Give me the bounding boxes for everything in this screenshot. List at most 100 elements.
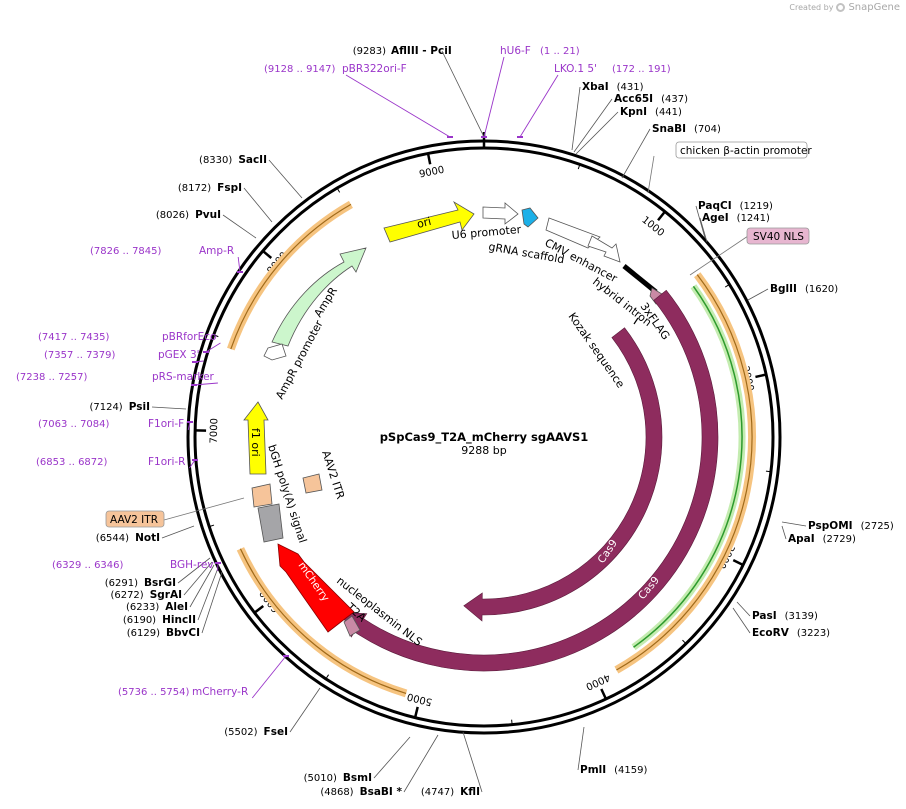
site-leader bbox=[732, 607, 751, 634]
site-leader bbox=[575, 111, 619, 155]
site-position: (3139) bbox=[785, 611, 818, 622]
chicken-promoter-box[interactable]: chicken β-actin promoter bbox=[647, 141, 812, 194]
feature-bands bbox=[227, 200, 756, 698]
minor-tick bbox=[682, 639, 687, 645]
ampr-arrow[interactable] bbox=[271, 247, 367, 347]
primer-site[interactable]: F1ori-F(7063 .. 7084) bbox=[38, 418, 193, 431]
tick-label: 9000 bbox=[418, 165, 445, 181]
site-name: KflI bbox=[460, 786, 480, 798]
primer-site[interactable]: F1ori-R(6853 .. 6872) bbox=[36, 456, 198, 469]
primer-site[interactable]: LKO.1 5'(172 .. 191) bbox=[517, 63, 671, 138]
site-position: (431) bbox=[617, 82, 644, 93]
primer-position: (7357 .. 7379) bbox=[44, 350, 116, 361]
restriction-site[interactable]: BsaBI *(4868) bbox=[320, 734, 439, 798]
site-name: EcoRV bbox=[752, 627, 790, 639]
restriction-site[interactable]: BsmI(5010) bbox=[304, 736, 411, 784]
site-name: BsaBI * bbox=[360, 786, 403, 798]
restriction-site[interactable]: SgrAI(6272) bbox=[110, 561, 213, 601]
site-name: PsiI bbox=[129, 401, 150, 413]
site-leader bbox=[403, 734, 439, 793]
tick-mark bbox=[755, 373, 767, 379]
restriction-site[interactable]: Acc65I(437) bbox=[573, 93, 688, 153]
grna-scaffold-arrow[interactable] bbox=[521, 207, 539, 228]
aav2-itr-inner-box[interactable] bbox=[251, 483, 273, 508]
site-position: (1219) bbox=[740, 201, 773, 212]
site-leader bbox=[573, 98, 613, 153]
aav2-itr-box[interactable]: AAV2 ITR bbox=[105, 497, 245, 528]
site-leader bbox=[189, 564, 215, 608]
restriction-site[interactable]: BsrGI(6291) bbox=[105, 557, 211, 589]
primer-name: pBRforEco bbox=[162, 331, 216, 343]
f1-ori-arrow[interactable] bbox=[243, 401, 269, 475]
restriction-site[interactable]: SnaBI(704) bbox=[621, 123, 721, 179]
primer-site[interactable]: pGEX 3'(7357 .. 7379) bbox=[44, 349, 204, 363]
site-leader bbox=[695, 205, 706, 239]
restriction-site[interactable]: FspI(8172) bbox=[178, 182, 273, 223]
sv40-nls-box[interactable]: SV40 NLS bbox=[689, 227, 810, 276]
restriction-site[interactable]: AflIII - PciI(9283) bbox=[353, 45, 485, 138]
site-position: (9283) bbox=[353, 46, 386, 57]
restriction-site[interactable]: PsiI(7124) bbox=[89, 401, 187, 413]
u6-promoter-arrow[interactable] bbox=[482, 202, 519, 225]
green-arrow-line bbox=[633, 285, 743, 648]
restriction-site[interactable]: PaqCI(1219) bbox=[695, 200, 773, 239]
primer-site[interactable]: pBR322ori-F(9128 .. 9147) bbox=[264, 63, 453, 138]
site-position: (3223) bbox=[797, 628, 830, 639]
primer-position: (7063 .. 7084) bbox=[38, 419, 110, 430]
primer-name: BGH-rev bbox=[170, 559, 214, 571]
restriction-site[interactable]: FseI(5502) bbox=[224, 687, 321, 738]
primer-position: (7826 .. 7845) bbox=[90, 246, 162, 257]
minor-tick bbox=[209, 524, 215, 528]
site-position: (437) bbox=[661, 94, 688, 105]
primer-site[interactable]: pRS-marker(7238 .. 7257) bbox=[16, 371, 218, 386]
primer-site[interactable]: mCherry-R(5736 .. 5754) bbox=[118, 655, 289, 699]
t2a-block[interactable] bbox=[343, 615, 361, 637]
primer-site[interactable]: BGH-rev (6329 .. 6346) bbox=[52, 559, 221, 572]
restriction-site[interactable]: PspOMI(2725) bbox=[781, 520, 894, 532]
restriction-site[interactable]: KpnI(441) bbox=[575, 106, 682, 155]
aav2-itr-small-box[interactable] bbox=[302, 473, 323, 494]
restriction-site[interactable]: AleI(6233) bbox=[126, 564, 215, 613]
cas9-inner-arrow[interactable] bbox=[463, 327, 663, 622]
primer-site[interactable]: hU6-F(1 .. 21) bbox=[481, 45, 580, 138]
site-position: (2725) bbox=[861, 521, 894, 532]
restriction-site[interactable]: NotI(6544) bbox=[96, 525, 195, 544]
restriction-site[interactable]: AgeI(1241) bbox=[699, 212, 770, 243]
site-position: (6544) bbox=[96, 533, 129, 544]
hybrid-intron-bar[interactable] bbox=[622, 264, 658, 294]
tick-label: 1000 bbox=[639, 215, 666, 240]
restriction-site[interactable]: BbvCI(6129) bbox=[127, 571, 223, 639]
minor-tick bbox=[336, 187, 341, 193]
primer-name: F1ori-R bbox=[148, 456, 185, 468]
chicken-promoter-arrow[interactable] bbox=[587, 235, 621, 263]
restriction-site[interactable]: PmlI(4159) bbox=[577, 726, 648, 776]
primer-leader bbox=[189, 459, 196, 469]
tick-mark bbox=[253, 605, 265, 614]
site-name: BsrGI bbox=[144, 577, 176, 589]
restriction-site[interactable]: XbaI(431) bbox=[571, 81, 644, 151]
restriction-site[interactable]: HincII(6190) bbox=[123, 567, 219, 626]
site-name: PasI bbox=[752, 610, 777, 622]
ori-arrow[interactable] bbox=[383, 200, 475, 243]
sv40-nls-label: SV40 NLS bbox=[753, 231, 804, 243]
site-position: (2729) bbox=[823, 534, 856, 545]
primer-position: (6329 .. 6346) bbox=[52, 560, 124, 571]
mcherry-arrow[interactable] bbox=[277, 543, 355, 633]
restriction-site[interactable]: KflI(4747) bbox=[421, 731, 483, 798]
restriction-site[interactable]: BglII(1620) bbox=[747, 283, 838, 301]
site-leader bbox=[441, 50, 485, 138]
bgh-polya-box[interactable] bbox=[257, 503, 284, 543]
site-leader bbox=[462, 731, 483, 793]
restriction-site[interactable]: ApaI(2729) bbox=[781, 525, 856, 545]
minor-tick bbox=[213, 334, 219, 338]
cmv-enhancer-arrow[interactable] bbox=[545, 217, 601, 249]
ampr-promoter-arrow[interactable] bbox=[263, 343, 287, 361]
cas9-outer-arrow[interactable] bbox=[341, 289, 719, 672]
primer-site[interactable]: Amp-R(7826 .. 7845) bbox=[90, 245, 243, 273]
primer-site[interactable]: pBRforEco(7417 .. 7435) bbox=[38, 331, 221, 353]
restriction-site[interactable]: SacII(8330) bbox=[199, 154, 303, 199]
restriction-site[interactable]: PasI (3139) bbox=[736, 601, 818, 622]
primer-position: (5736 .. 5754) bbox=[118, 687, 190, 698]
restriction-site[interactable]: EcoRV (3223) bbox=[732, 607, 830, 639]
restriction-site[interactable]: PvuI(8026) bbox=[156, 209, 257, 239]
